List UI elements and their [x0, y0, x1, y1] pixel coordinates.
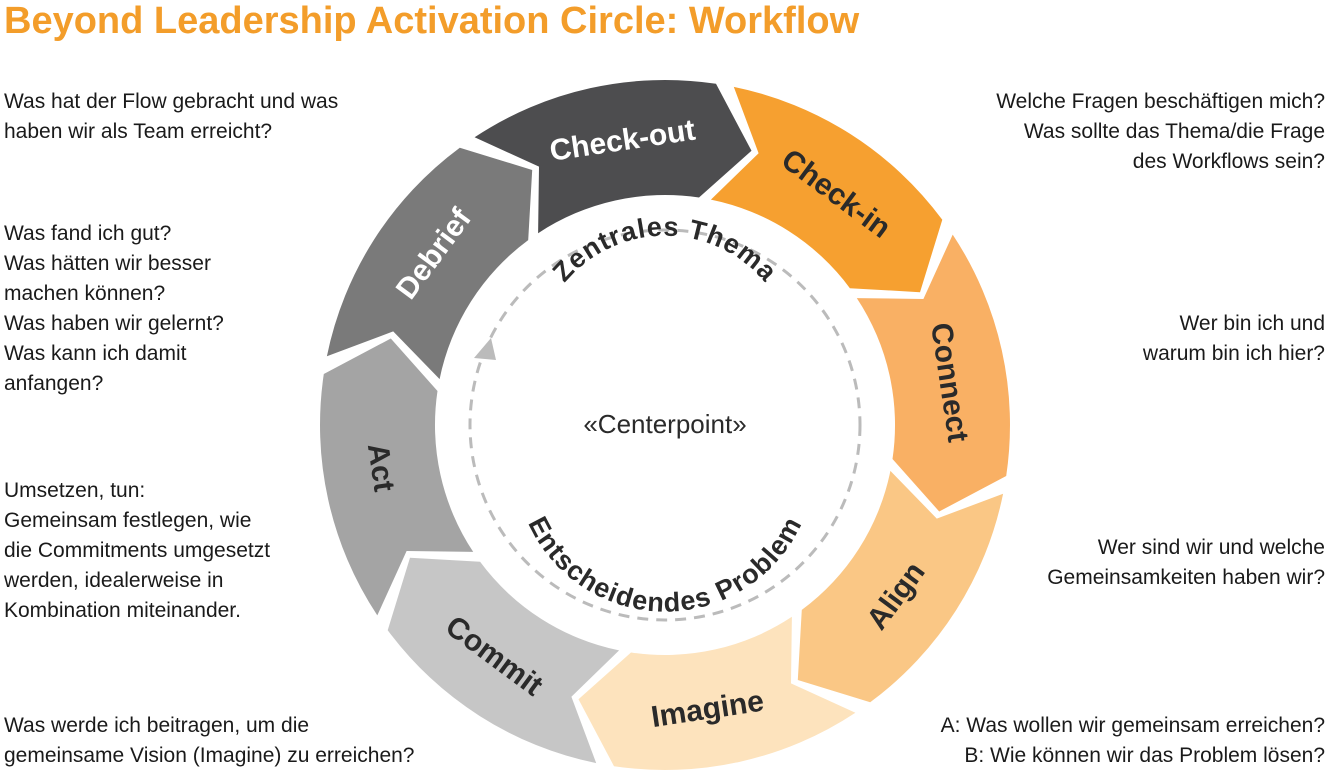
note-checkin: Welche Fragen beschäftigen mich? Was sol… [996, 87, 1325, 177]
segment-checkin [710, 86, 943, 293]
note-align: Wer sind wir und welche Gemeinsamkeiten … [1047, 533, 1325, 593]
note-line: Was sollte das Thema/die Frage [1023, 120, 1325, 143]
note-line: des Workflows sein? [1132, 150, 1325, 173]
note-line: warum bin ich hier? [1142, 342, 1325, 365]
note-act: Umsetzen, tun: Gemeinsam festlegen, wie … [4, 476, 270, 626]
segment-label-act: Act [361, 441, 401, 494]
note-line: Gemeinsamkeiten haben wir? [1047, 566, 1325, 589]
note-line: Wer bin ich und [1179, 312, 1325, 335]
note-line: Was hätten wir besser [4, 252, 211, 275]
inner-arrow-head-icon [474, 338, 496, 360]
note-line: anfangen? [4, 372, 104, 395]
note-checkout: Was hat der Flow gebracht und was haben … [4, 87, 338, 147]
segment-act [320, 338, 474, 616]
note-connect: Wer bin ich und warum bin ich hier? [1143, 309, 1325, 369]
segment-align [797, 470, 1004, 703]
note-line: machen können? [4, 282, 166, 305]
segment-connect [856, 234, 1010, 512]
segment-debrief [326, 147, 533, 380]
note-line: Kombination miteinander. [4, 599, 241, 622]
note-line: die Commitments umgesetzt [4, 539, 271, 562]
note-line: Gemeinsam festlegen, wie [4, 509, 252, 532]
note-line: gemeinsame Vision (Imagine) zu erreichen… [4, 744, 415, 767]
note-line: B: Wie können wir das Problem lösen? [964, 744, 1325, 767]
note-line: Was hat der Flow gebracht und was [4, 90, 339, 113]
segments-layer: Check-inConnectAlignImagineCommitActDebr… [320, 80, 1010, 770]
note-line: Was kann ich damit [4, 342, 187, 365]
centerpoint-label: «Centerpoint» [583, 409, 746, 439]
note-line: Was fand ich gut? [4, 222, 172, 245]
note-line: haben wir als Team erreicht? [4, 120, 273, 143]
note-debrief: Was fand ich gut? Was hätten wir besser … [4, 219, 224, 399]
inner-dashed-circle [468, 228, 862, 622]
segment-checkout [474, 80, 752, 234]
note-line: Welche Fragen beschäftigen mich? [996, 90, 1325, 113]
center-bottom-text: Entscheidendes Problem [522, 511, 807, 617]
page-title: Beyond Leadership Activation Circle: Wor… [4, 0, 860, 42]
note-commit: Was werde ich beitragen, um die gemeinsa… [4, 711, 414, 771]
note-line: A: Was wollen wir gemeinsam erreichen? [940, 714, 1325, 737]
note-line: werden, idealerweise in [4, 569, 224, 592]
note-line: Wer sind wir und welche [1097, 536, 1325, 559]
segment-imagine [578, 616, 856, 770]
center-top-text: Zentrales Thema [547, 212, 784, 288]
note-line: Was haben wir gelernt? [4, 312, 224, 335]
segment-commit [387, 557, 620, 764]
note-imagine: A: Was wollen wir gemeinsam erreichen? B… [941, 711, 1325, 771]
note-line: Umsetzen, tun: [4, 479, 146, 502]
note-line: Was werde ich beitragen, um die [4, 714, 310, 737]
